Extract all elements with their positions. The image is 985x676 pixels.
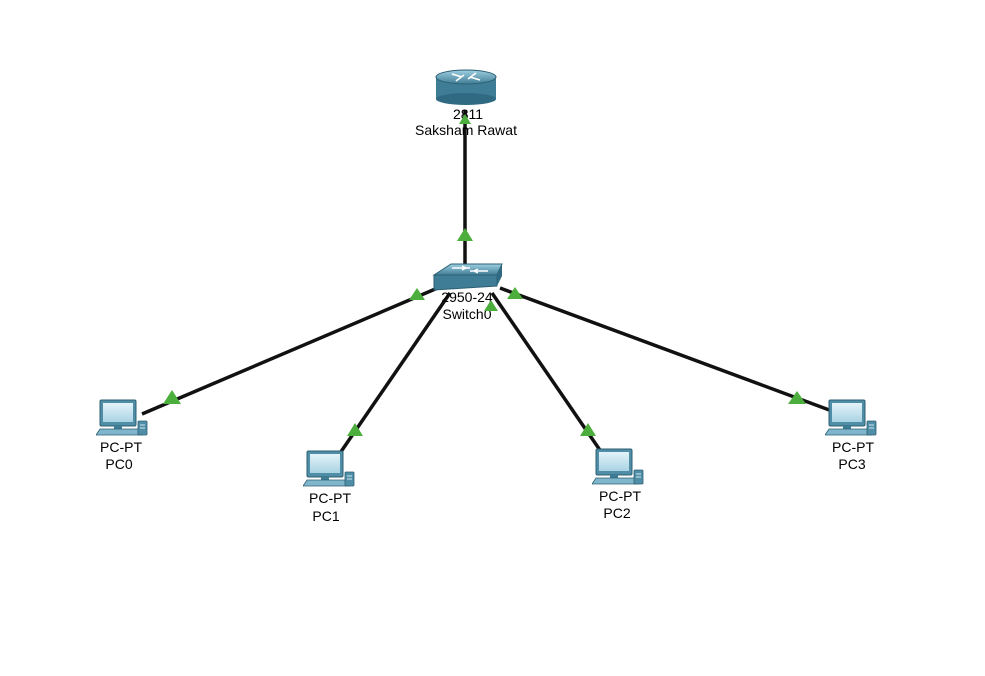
- pc-icon: [592, 448, 644, 485]
- router-icon: [435, 69, 497, 105]
- pc2-hostname-label: PC2: [603, 505, 630, 521]
- router-hostname-label: Saksham Rawat: [415, 122, 517, 138]
- link-status-up-icon: [347, 423, 363, 436]
- switch-icon: [432, 263, 503, 291]
- link-status-up-icon: [788, 391, 806, 404]
- pc0-model-label: PC-PT: [100, 439, 142, 455]
- pc0-device[interactable]: PC-PT PC0: [96, 399, 148, 472]
- link-status-indicators: [163, 114, 806, 436]
- link-status-up-icon: [457, 228, 473, 241]
- link-switch-pc3[interactable]: [499, 286, 833, 413]
- pc-icon: [96, 399, 148, 436]
- router-device[interactable]: 2811 Saksham Rawat: [415, 69, 517, 138]
- pc1-model-label: PC-PT: [309, 490, 351, 506]
- pc1-hostname-label: PC1: [312, 508, 339, 524]
- pc3-device[interactable]: PC-PT PC3: [825, 399, 877, 472]
- link-status-up-icon: [484, 300, 498, 311]
- link-switch-pc0[interactable]: [141, 285, 441, 416]
- pc-icon: [825, 399, 877, 436]
- pc-icon: [303, 450, 355, 487]
- pc2-model-label: PC-PT: [599, 488, 641, 504]
- pc2-device[interactable]: PC-PT PC2: [592, 448, 644, 521]
- router-model-label: 2811: [453, 106, 483, 122]
- link-status-up-icon: [459, 114, 471, 124]
- link-status-up-icon: [580, 423, 596, 436]
- switch-device[interactable]: 2950-24 Switch0: [432, 263, 503, 322]
- switch-model-label: 2950-24: [441, 289, 493, 305]
- link-status-up-icon: [409, 288, 425, 300]
- pc0-hostname-label: PC0: [105, 456, 132, 472]
- link-status-up-icon: [507, 287, 523, 299]
- link-status-up-icon: [163, 390, 181, 404]
- pc1-device[interactable]: PC-PT PC1: [303, 450, 355, 524]
- pc3-hostname-label: PC3: [838, 456, 865, 472]
- pc3-model-label: PC-PT: [832, 439, 874, 455]
- switch-hostname-label: Switch0: [442, 306, 491, 322]
